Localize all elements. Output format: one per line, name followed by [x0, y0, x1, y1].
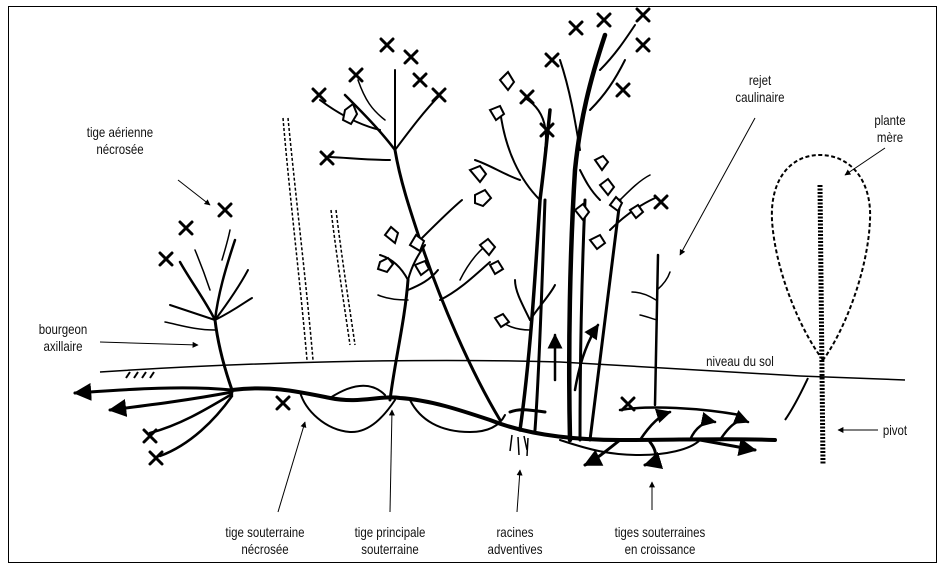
- label-pivot: pivot: [875, 422, 916, 439]
- necrosed-bud-x-mark: [313, 89, 325, 101]
- underground-stems: [75, 386, 775, 465]
- necrosed-bud-x-mark: [655, 196, 667, 208]
- central-stems: [320, 25, 655, 440]
- x-marks: [144, 9, 667, 464]
- necrosed-bud-x-mark: [598, 14, 610, 26]
- necrosed-bud-x-mark: [617, 84, 629, 96]
- necrosed-bud-x-mark: [350, 69, 362, 81]
- necrosed-stems-dashed: [283, 118, 355, 360]
- stem-sucker: [632, 255, 670, 405]
- necrosed-bud-x-mark: [414, 74, 426, 86]
- necrosed-bud-x-mark: [570, 22, 582, 34]
- necrosed-bud-x-mark: [381, 39, 393, 51]
- necrosed-bud-x-mark: [277, 397, 289, 409]
- necrosed-bud-x-mark: [433, 89, 445, 101]
- necrosed-bud-x-mark: [150, 452, 162, 464]
- necrosed-bud-x-mark: [637, 9, 649, 21]
- necrosed-bud-x-mark: [546, 54, 558, 66]
- necrosed-bud-x-mark: [180, 222, 192, 234]
- necrosed-bud-x-mark: [405, 51, 417, 63]
- label-niveau-du-sol: niveau du sol: [691, 353, 789, 370]
- necrosed-bud-x-mark: [521, 91, 533, 103]
- leaves: [343, 72, 643, 327]
- mother-plant: [772, 155, 870, 465]
- necrosed-bud-x-mark: [219, 204, 231, 216]
- necrosed-bud-x-mark: [637, 39, 649, 51]
- adventitious-roots: [510, 435, 528, 456]
- taproot: [820, 185, 823, 465]
- necrosed-bud-x-mark: [160, 253, 172, 265]
- ground-tick-marks: [126, 372, 154, 378]
